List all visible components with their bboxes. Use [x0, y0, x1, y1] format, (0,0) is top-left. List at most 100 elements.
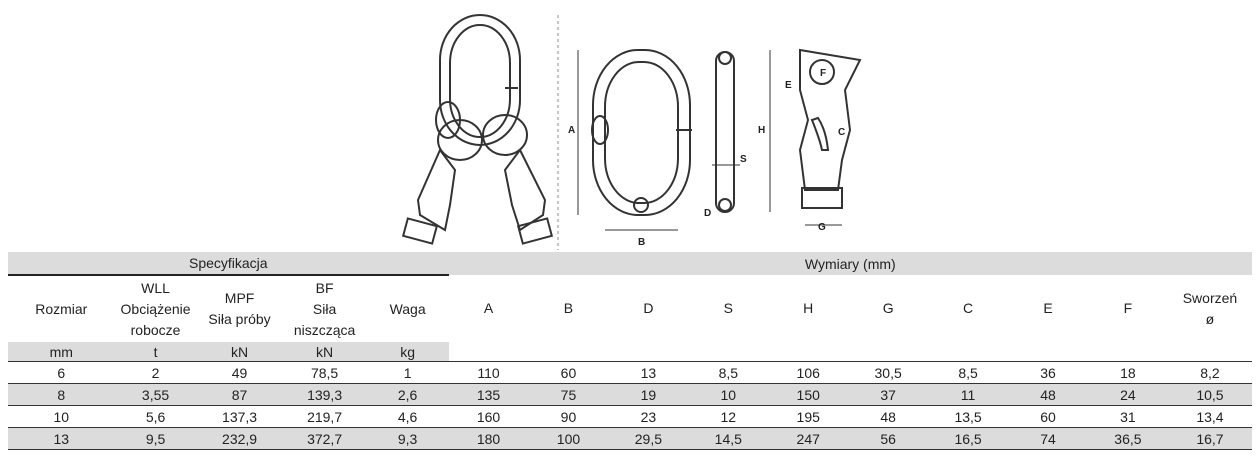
- table-cell: 219,7: [282, 405, 367, 428]
- column-header-line: MPF: [224, 290, 255, 306]
- table-cell: 150: [768, 383, 849, 406]
- table-cell: 372,7: [282, 427, 367, 450]
- table-cell: 106: [768, 361, 849, 384]
- table-cell: 12: [688, 405, 769, 428]
- unit-cell: mm: [8, 342, 115, 362]
- label-s: S: [740, 154, 747, 165]
- table-cell: 9,3: [366, 427, 449, 450]
- unit-cell: [1087, 342, 1168, 362]
- table-cell: 180: [448, 427, 529, 450]
- column-header-line: G: [882, 300, 894, 316]
- table-cell: 4,6: [366, 405, 449, 428]
- table-cell: 60: [528, 361, 609, 384]
- table-cell: 139,3: [282, 383, 367, 406]
- table-cell: 135: [448, 383, 529, 406]
- table-cell: 24: [1087, 383, 1168, 406]
- table-cell: 36,5: [1087, 427, 1168, 450]
- column-header-line: ø: [1205, 310, 1215, 327]
- label-c: C: [838, 127, 845, 138]
- table-cell: 232,9: [196, 427, 283, 450]
- table-cell: 14,5: [688, 427, 769, 450]
- unit-cell: [608, 342, 689, 362]
- assembly-drawing: [401, 14, 554, 245]
- table-cell: 75: [528, 383, 609, 406]
- table-cell: 18: [1087, 361, 1168, 384]
- column-header-line: robocze: [130, 321, 181, 338]
- table-cell: 6: [8, 361, 115, 384]
- label-g: G: [818, 222, 826, 233]
- table-cell: 1: [366, 361, 449, 384]
- label-b: B: [638, 237, 645, 248]
- label-h: H: [758, 125, 765, 136]
- table-cell: 78,5: [282, 361, 367, 384]
- column-header-line: E: [1043, 300, 1053, 316]
- column-header-line: niszcząca: [293, 321, 356, 338]
- column-header-line: Sworzeń: [1182, 289, 1238, 306]
- column-header-line: Obciążenie: [120, 300, 191, 317]
- column-header-size: Rozmiar: [8, 274, 115, 342]
- hook-drawing: [769, 48, 862, 226]
- column-header-line: Rozmiar: [35, 300, 88, 317]
- unit-cell: t: [114, 342, 197, 362]
- unit-cell: [768, 342, 849, 362]
- table-cell: 13,4: [1167, 405, 1252, 428]
- table-cell: 74: [1008, 427, 1088, 450]
- table-cell: 100: [528, 427, 609, 450]
- table-cell: 31: [1087, 405, 1168, 428]
- column-header-line: D: [643, 300, 654, 316]
- column-header-line: Waga: [389, 300, 426, 317]
- table-cell: 247: [768, 427, 849, 450]
- table-cell: 8,5: [688, 361, 769, 384]
- spec-group-header: Specyfikacja: [8, 252, 449, 275]
- table-cell: 195: [768, 405, 849, 428]
- column-header-a: A: [449, 275, 529, 342]
- table-cell: 2: [114, 361, 197, 384]
- table-cell: 10: [688, 383, 769, 406]
- label-d: D: [704, 208, 711, 219]
- table-cell: 87: [196, 383, 283, 406]
- label-e: E: [785, 80, 792, 91]
- column-header-mpf: MPF Siła próby: [196, 274, 283, 342]
- table-cell: 9,5: [114, 427, 197, 450]
- table-cell: 60: [1008, 405, 1088, 428]
- column-header-g: G: [848, 275, 928, 342]
- label-a: A: [568, 125, 575, 136]
- table-cell: 8,5: [928, 361, 1009, 384]
- column-header-line: BF: [315, 279, 334, 296]
- table-cell: 13,5: [928, 405, 1009, 428]
- table-cell: 5,6: [114, 405, 197, 428]
- column-header-b: B: [529, 275, 609, 342]
- column-header-d: D: [608, 275, 688, 342]
- table-cell: 16,7: [1167, 427, 1252, 450]
- column-header-line: C: [963, 300, 974, 316]
- table-cell: 13: [608, 361, 689, 384]
- column-header-pin: Sworzeń ø: [1168, 275, 1252, 342]
- table-cell: 48: [1008, 383, 1088, 406]
- table-cell: 19: [608, 383, 689, 406]
- master-link-side-drawing: [712, 51, 740, 213]
- unit-cell: [528, 342, 609, 362]
- product-drawings: A B D S H E F C G: [401, 14, 862, 250]
- label-f: F: [820, 68, 826, 79]
- unit-cell: [1167, 342, 1252, 362]
- table-cell: 110: [448, 361, 529, 384]
- table-cell: 56: [848, 427, 929, 450]
- column-header-line: Siła próby: [208, 311, 271, 327]
- dims-group-header: Wymiary (mm): [448, 252, 1252, 275]
- column-header-line: H: [803, 300, 814, 316]
- table-cell: 48: [848, 405, 929, 428]
- table-cell: 30,5: [848, 361, 929, 384]
- table-cell: 10: [8, 405, 115, 428]
- unit-cell: [1008, 342, 1088, 362]
- table-cell: 90: [528, 405, 609, 428]
- table-cell: 36: [1008, 361, 1088, 384]
- column-header-c: C: [928, 275, 1008, 342]
- column-header-line: F: [1123, 300, 1133, 316]
- unit-cell: kN: [196, 342, 283, 362]
- table-cell: 3,55: [114, 383, 197, 406]
- column-header-f: F: [1088, 275, 1168, 342]
